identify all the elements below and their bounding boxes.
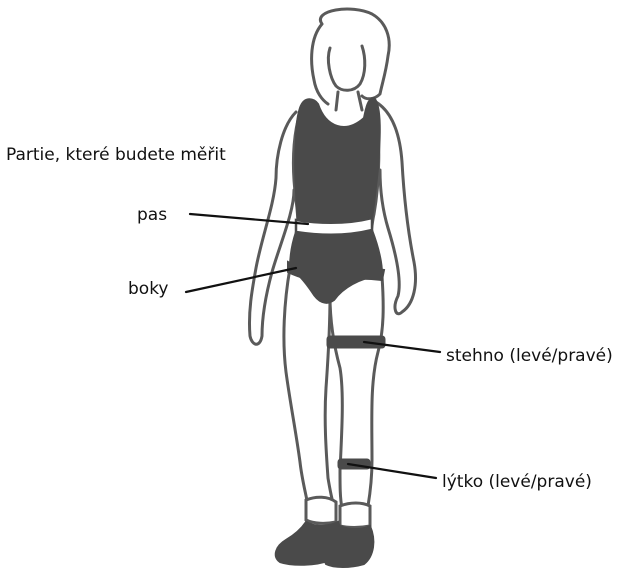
thigh-band — [327, 336, 385, 348]
left-arm — [249, 112, 296, 344]
face — [328, 46, 364, 90]
leader-line-lytko — [348, 464, 436, 478]
right-leg — [330, 276, 383, 508]
diagram-title: Partie, které budete měřit — [6, 147, 226, 164]
briefs — [290, 230, 382, 303]
leader-line-boky — [186, 268, 296, 292]
label-thigh: stehno (levé/pravé) — [446, 348, 613, 365]
tank-top — [295, 98, 380, 225]
right-sock — [340, 503, 370, 528]
neck — [336, 92, 362, 110]
left-sock — [306, 497, 336, 523]
label-hips: boky — [128, 281, 169, 298]
shoes — [276, 522, 374, 567]
label-calf: lýtko (levé/pravé) — [442, 474, 592, 491]
label-waist: pas — [137, 207, 167, 224]
